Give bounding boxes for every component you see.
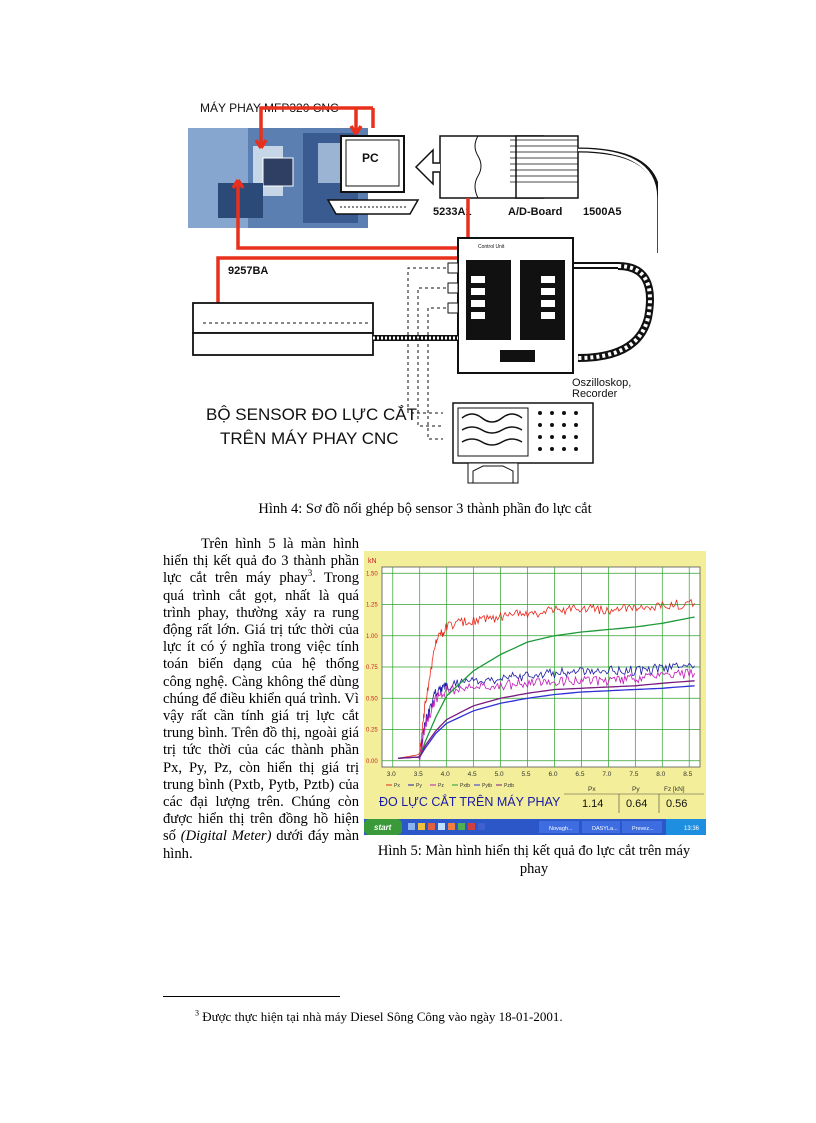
legend-label: Px: [394, 783, 400, 789]
x-tick-label: 5.5: [522, 771, 531, 778]
y-unit-label: kN: [368, 558, 377, 565]
legend-label: Pz: [438, 783, 444, 789]
y-tick-label: 0.00: [366, 759, 378, 765]
x-tick-label: 3.0: [387, 771, 396, 778]
arrow-left-outline: [416, 150, 440, 184]
diagram-title-line1: BỘ SENSOR ĐO LỰC CẮT: [206, 405, 417, 424]
pc-computer: [328, 136, 418, 214]
taskbar-item-2-label: DASYLa...: [592, 826, 618, 832]
body-paragraph: Trên hình 5 là màn hình hiển thị kết quả…: [163, 536, 359, 863]
x-tick-label: 8.5: [683, 771, 692, 778]
y-tick-label: 0.50: [366, 696, 378, 702]
legend-label: Pxtb: [460, 783, 470, 789]
x-tick-label: 8.0: [656, 771, 665, 778]
meter-header-px: Px: [588, 786, 596, 793]
y-tick-label: 0.25: [366, 728, 378, 734]
x-tick-label: 4.5: [468, 771, 477, 778]
diagram-title-line2: TRÊN MÁY PHAY CNC: [220, 429, 399, 448]
x-tick-label: 5.0: [495, 771, 504, 778]
clock: 13:36: [684, 826, 700, 832]
force-chart: 0.00 0.25 0.50 0.75 1.00 1.25 1.50 3.0 3.5 4.0 4.5…: [366, 567, 700, 789]
oscilloscope: [453, 403, 593, 483]
meter-header-fz: Fz [kN]: [664, 786, 685, 793]
x-tick-label: 7.5: [629, 771, 638, 778]
paragraph-rest: . Trong quá trình cắt gọt, nhất là quá t…: [163, 570, 359, 844]
x-tick-label: 6.0: [548, 771, 557, 778]
cable-code-label: 1500A5: [583, 206, 622, 218]
figure-5-caption: Hình 5: Màn hình hiển thị kết quả đo lực…: [364, 842, 704, 878]
figure-4-diagram: MÁY PHAY MFP320 CNC PC 5233A1 A/D-Board …: [178, 88, 658, 485]
y-tick-label: 1.50: [366, 571, 378, 577]
meter-title: ĐO LỰC CẮT TRÊN MÁY PHAY: [379, 794, 561, 809]
control-unit-label: Control Unit: [478, 244, 505, 250]
pc-label: PC: [362, 151, 379, 165]
figure-4-caption: Hình 4: Sơ đồ nối ghép bộ sensor 3 thành…: [160, 501, 690, 518]
meter-header-py: Py: [632, 786, 640, 793]
legend-label: Py: [416, 783, 422, 789]
y-tick-label: 0.75: [366, 665, 378, 671]
taskbar-item-1-label: Novagh...: [549, 826, 573, 832]
x-tick-label: 7.0: [602, 771, 611, 778]
start-label: start: [374, 823, 392, 832]
legend-label: Pztb: [504, 783, 514, 789]
x-tick-label: 3.5: [414, 771, 423, 778]
meter-value-fz: 0.56: [666, 798, 687, 810]
y-tick-label: 1.00: [366, 634, 378, 640]
meter-value-py: 0.64: [626, 798, 647, 810]
ad-board: [440, 136, 578, 198]
oscilloscope-label-line2: Recorder: [572, 388, 618, 400]
control-unit: Control Unit: [458, 238, 573, 373]
figure-5-screenshot: kN 0.00 0.25 0.50 0.75 1.00 1.25 1.50 3.0 3.5 4.0…: [364, 551, 706, 835]
footnote-text: Được thực hiện tại nhà máy Diesel Sông C…: [199, 1009, 563, 1024]
x-tick-label: 6.5: [575, 771, 584, 778]
meter-value-px: 1.14: [582, 798, 603, 810]
dynamometer-label: 9257BA: [228, 265, 268, 277]
amp-code-label: 5233A1: [433, 206, 472, 218]
legend-label: Pytb: [482, 783, 492, 789]
footnote-rule: [163, 996, 340, 997]
y-tick-label: 1.25: [366, 603, 378, 609]
ad-board-label: A/D-Board: [508, 206, 562, 218]
taskbar-item-3-label: Prevez...: [632, 826, 654, 832]
x-tick-label: 4.0: [441, 771, 450, 778]
paragraph-italic: (Digital Meter): [181, 828, 272, 844]
footnote: 3 Được thực hiện tại nhà máy Diesel Sông…: [195, 1009, 563, 1025]
